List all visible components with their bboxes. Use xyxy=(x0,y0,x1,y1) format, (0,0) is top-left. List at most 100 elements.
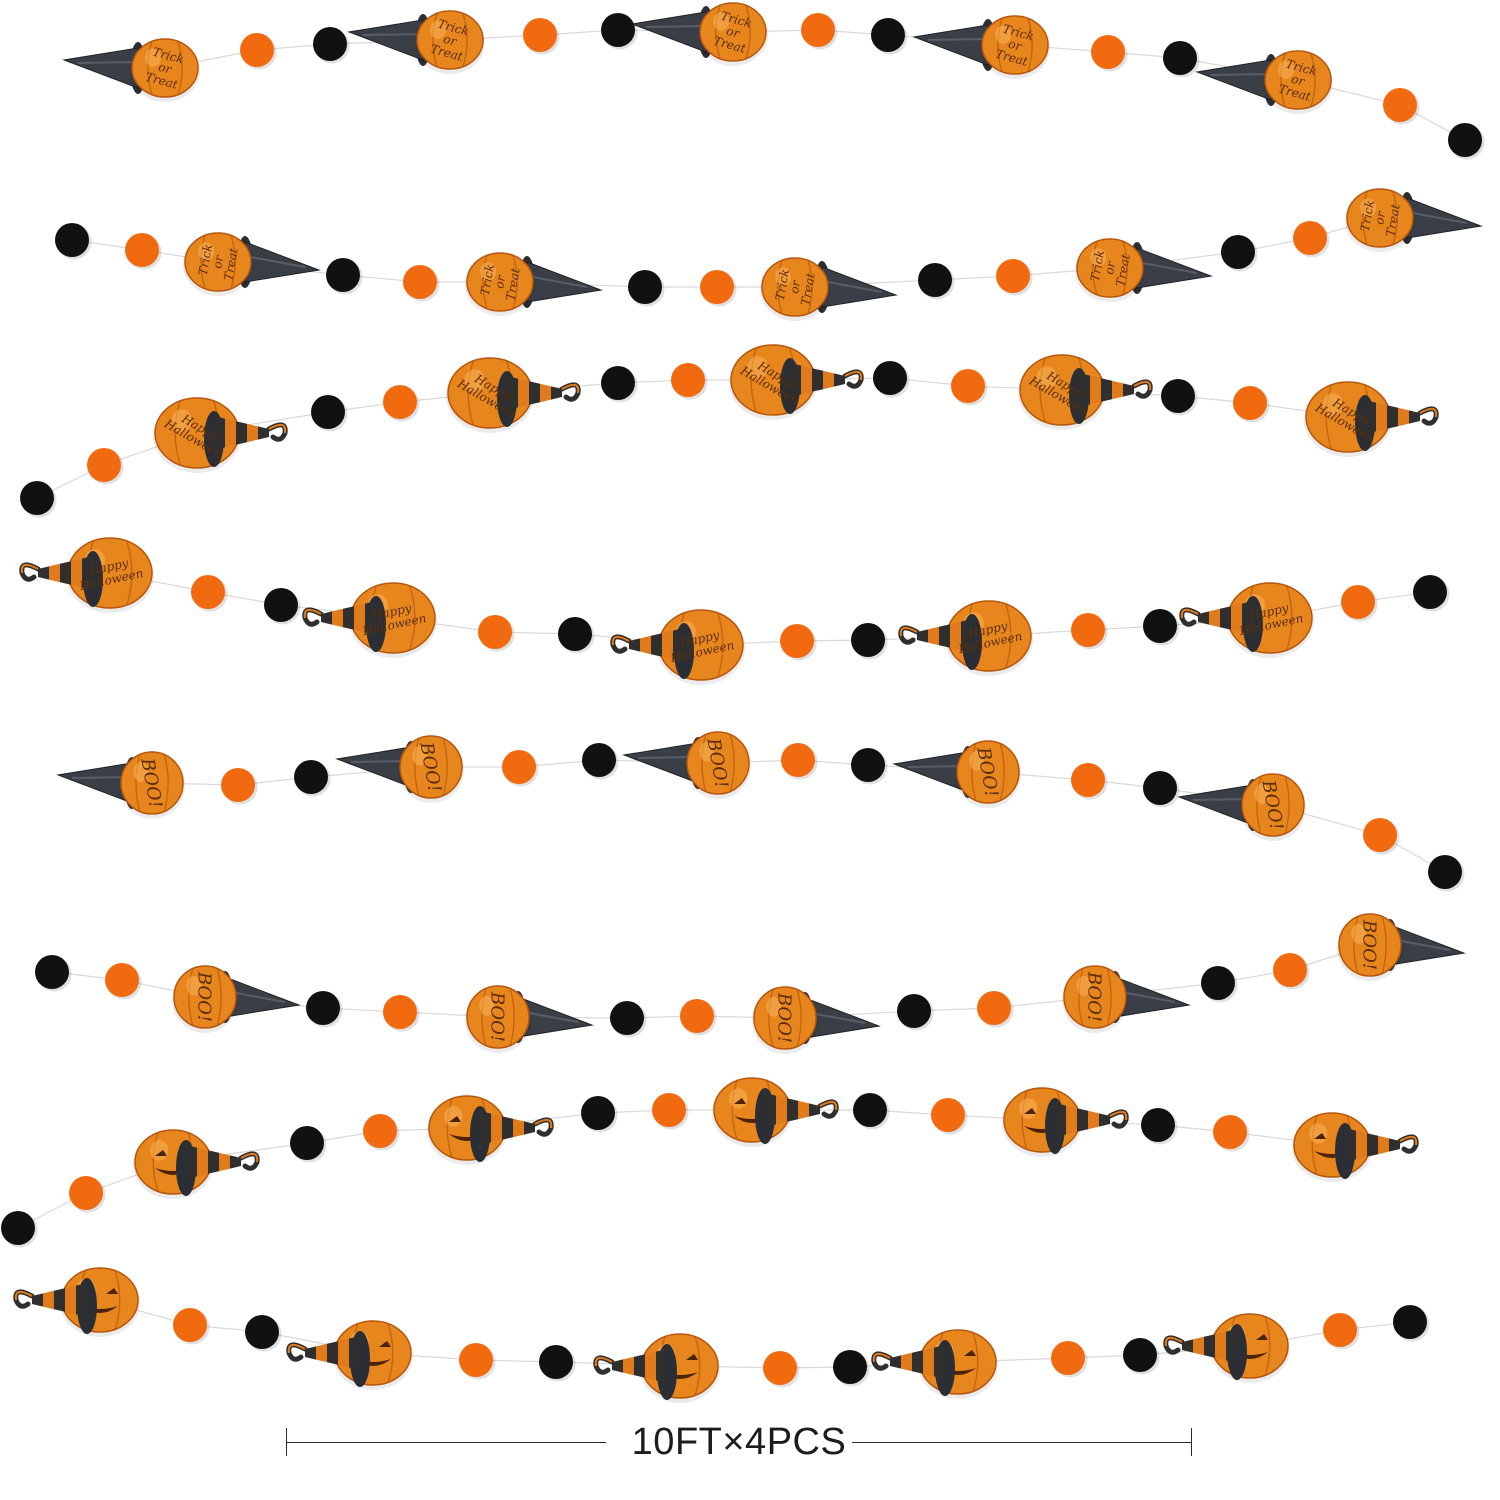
black-paper-dot xyxy=(20,481,54,515)
black-paper-dot xyxy=(1221,235,1255,269)
orange-paper-dot xyxy=(1341,585,1375,619)
pumpkin-text: Treat xyxy=(503,267,523,302)
black-paper-dot xyxy=(851,623,885,657)
pumpkin-text: BOO! xyxy=(487,991,508,1042)
black-paper-dot xyxy=(306,991,340,1025)
jack-o-lantern-witch-pumpkin-icon xyxy=(286,1320,413,1390)
orange-paper-dot xyxy=(191,575,225,609)
boo-pumpkin-icon: BOO! xyxy=(892,740,1021,808)
orange-paper-dot xyxy=(1091,35,1125,69)
black-paper-dot xyxy=(294,760,328,794)
orange-paper-dot xyxy=(383,385,417,419)
boo-pumpkin-icon: BOO! xyxy=(1177,773,1306,841)
dimension-rule-right xyxy=(852,1442,1192,1443)
black-paper-dot xyxy=(1163,41,1197,75)
black-paper-dot xyxy=(873,361,907,395)
boo-pumpkin-icon: BOO! xyxy=(622,731,751,799)
black-paper-dot xyxy=(871,18,905,52)
black-paper-dot xyxy=(290,1126,324,1160)
black-paper-dot xyxy=(582,743,616,777)
pumpkin-text: or xyxy=(210,253,226,269)
boo-pumpkin-icon: BOO! xyxy=(56,751,185,819)
black-paper-dot xyxy=(264,588,298,622)
black-paper-dot xyxy=(610,1001,644,1035)
black-paper-dot xyxy=(1428,855,1462,889)
pumpkin-text: Trick xyxy=(478,263,497,297)
black-paper-dot xyxy=(1393,1305,1427,1339)
pumpkin-text: Treat xyxy=(1383,203,1403,238)
orange-paper-dot xyxy=(977,991,1011,1025)
orange-paper-dot xyxy=(763,1351,797,1385)
boo-pumpkin-icon: BOO! xyxy=(1062,965,1191,1033)
jack-o-lantern-witch-pumpkin-icon xyxy=(13,1267,140,1337)
orange-paper-dot xyxy=(1293,221,1327,255)
orange-paper-dot xyxy=(87,448,121,482)
garland-items: TrickorTreatTrickorTreatTrickorTreatTric… xyxy=(1,2,1485,1403)
orange-paper-dot xyxy=(996,259,1030,293)
black-paper-dot xyxy=(918,263,952,297)
black-paper-dot xyxy=(628,270,662,304)
black-paper-dot xyxy=(313,27,347,61)
pumpkin-text: Trick xyxy=(1358,199,1377,233)
pumpkin-text: BOO! xyxy=(1359,919,1380,970)
pumpkin-text: BOO! xyxy=(194,971,215,1022)
orange-paper-dot xyxy=(105,963,139,997)
orange-paper-dot xyxy=(125,233,159,267)
orange-paper-dot xyxy=(221,768,255,802)
black-paper-dot xyxy=(1413,575,1447,609)
pumpkin-text: Trick xyxy=(1088,249,1107,283)
orange-paper-dot xyxy=(240,33,274,67)
orange-paper-dot xyxy=(671,363,705,397)
dimension-tick-right xyxy=(1191,1428,1192,1456)
orange-paper-dot xyxy=(680,999,714,1033)
boo-pumpkin-icon: BOO! xyxy=(335,735,464,803)
orange-paper-dot xyxy=(69,1176,103,1210)
boo-pumpkin-icon: BOO! xyxy=(752,986,881,1054)
orange-paper-dot xyxy=(363,1114,397,1148)
pumpkin-text: Treat xyxy=(221,247,241,282)
orange-paper-dot xyxy=(1071,613,1105,647)
pumpkin-text: or xyxy=(1102,259,1118,275)
orange-paper-dot xyxy=(780,624,814,658)
orange-paper-dot xyxy=(173,1308,207,1342)
orange-paper-dot xyxy=(931,1098,965,1132)
black-paper-dot xyxy=(581,1096,615,1130)
black-paper-dot xyxy=(1161,379,1195,413)
pumpkin-text: Treat xyxy=(798,272,818,307)
pumpkin-text: Trick xyxy=(196,243,215,277)
orange-paper-dot xyxy=(652,1093,686,1127)
pumpkin-text: or xyxy=(492,273,508,289)
jack-o-lantern-witch-pumpkin-icon xyxy=(1292,1112,1419,1182)
orange-paper-dot xyxy=(403,265,437,299)
jack-o-lantern-witch-pumpkin-icon xyxy=(133,1129,260,1199)
jack-o-lantern-witch-pumpkin-icon xyxy=(871,1329,998,1399)
black-paper-dot xyxy=(55,223,89,257)
orange-paper-dot xyxy=(502,750,536,784)
dimension-rule-left xyxy=(286,1442,606,1443)
orange-paper-dot xyxy=(1213,1115,1247,1149)
black-paper-dot xyxy=(1141,1108,1175,1142)
pumpkin-text: BOO! xyxy=(1084,971,1105,1022)
black-paper-dot xyxy=(1,1211,35,1245)
orange-paper-dot xyxy=(1071,763,1105,797)
black-paper-dot xyxy=(1201,966,1235,1000)
orange-paper-dot xyxy=(459,1343,493,1377)
black-paper-dot xyxy=(601,13,635,47)
orange-paper-dot xyxy=(523,18,557,52)
boo-pumpkin-icon: BOO! xyxy=(465,985,594,1053)
pumpkin-text: BOO! xyxy=(774,992,795,1043)
pumpkin-text: Treat xyxy=(1113,253,1133,288)
pumpkin-text: or xyxy=(1372,209,1388,225)
